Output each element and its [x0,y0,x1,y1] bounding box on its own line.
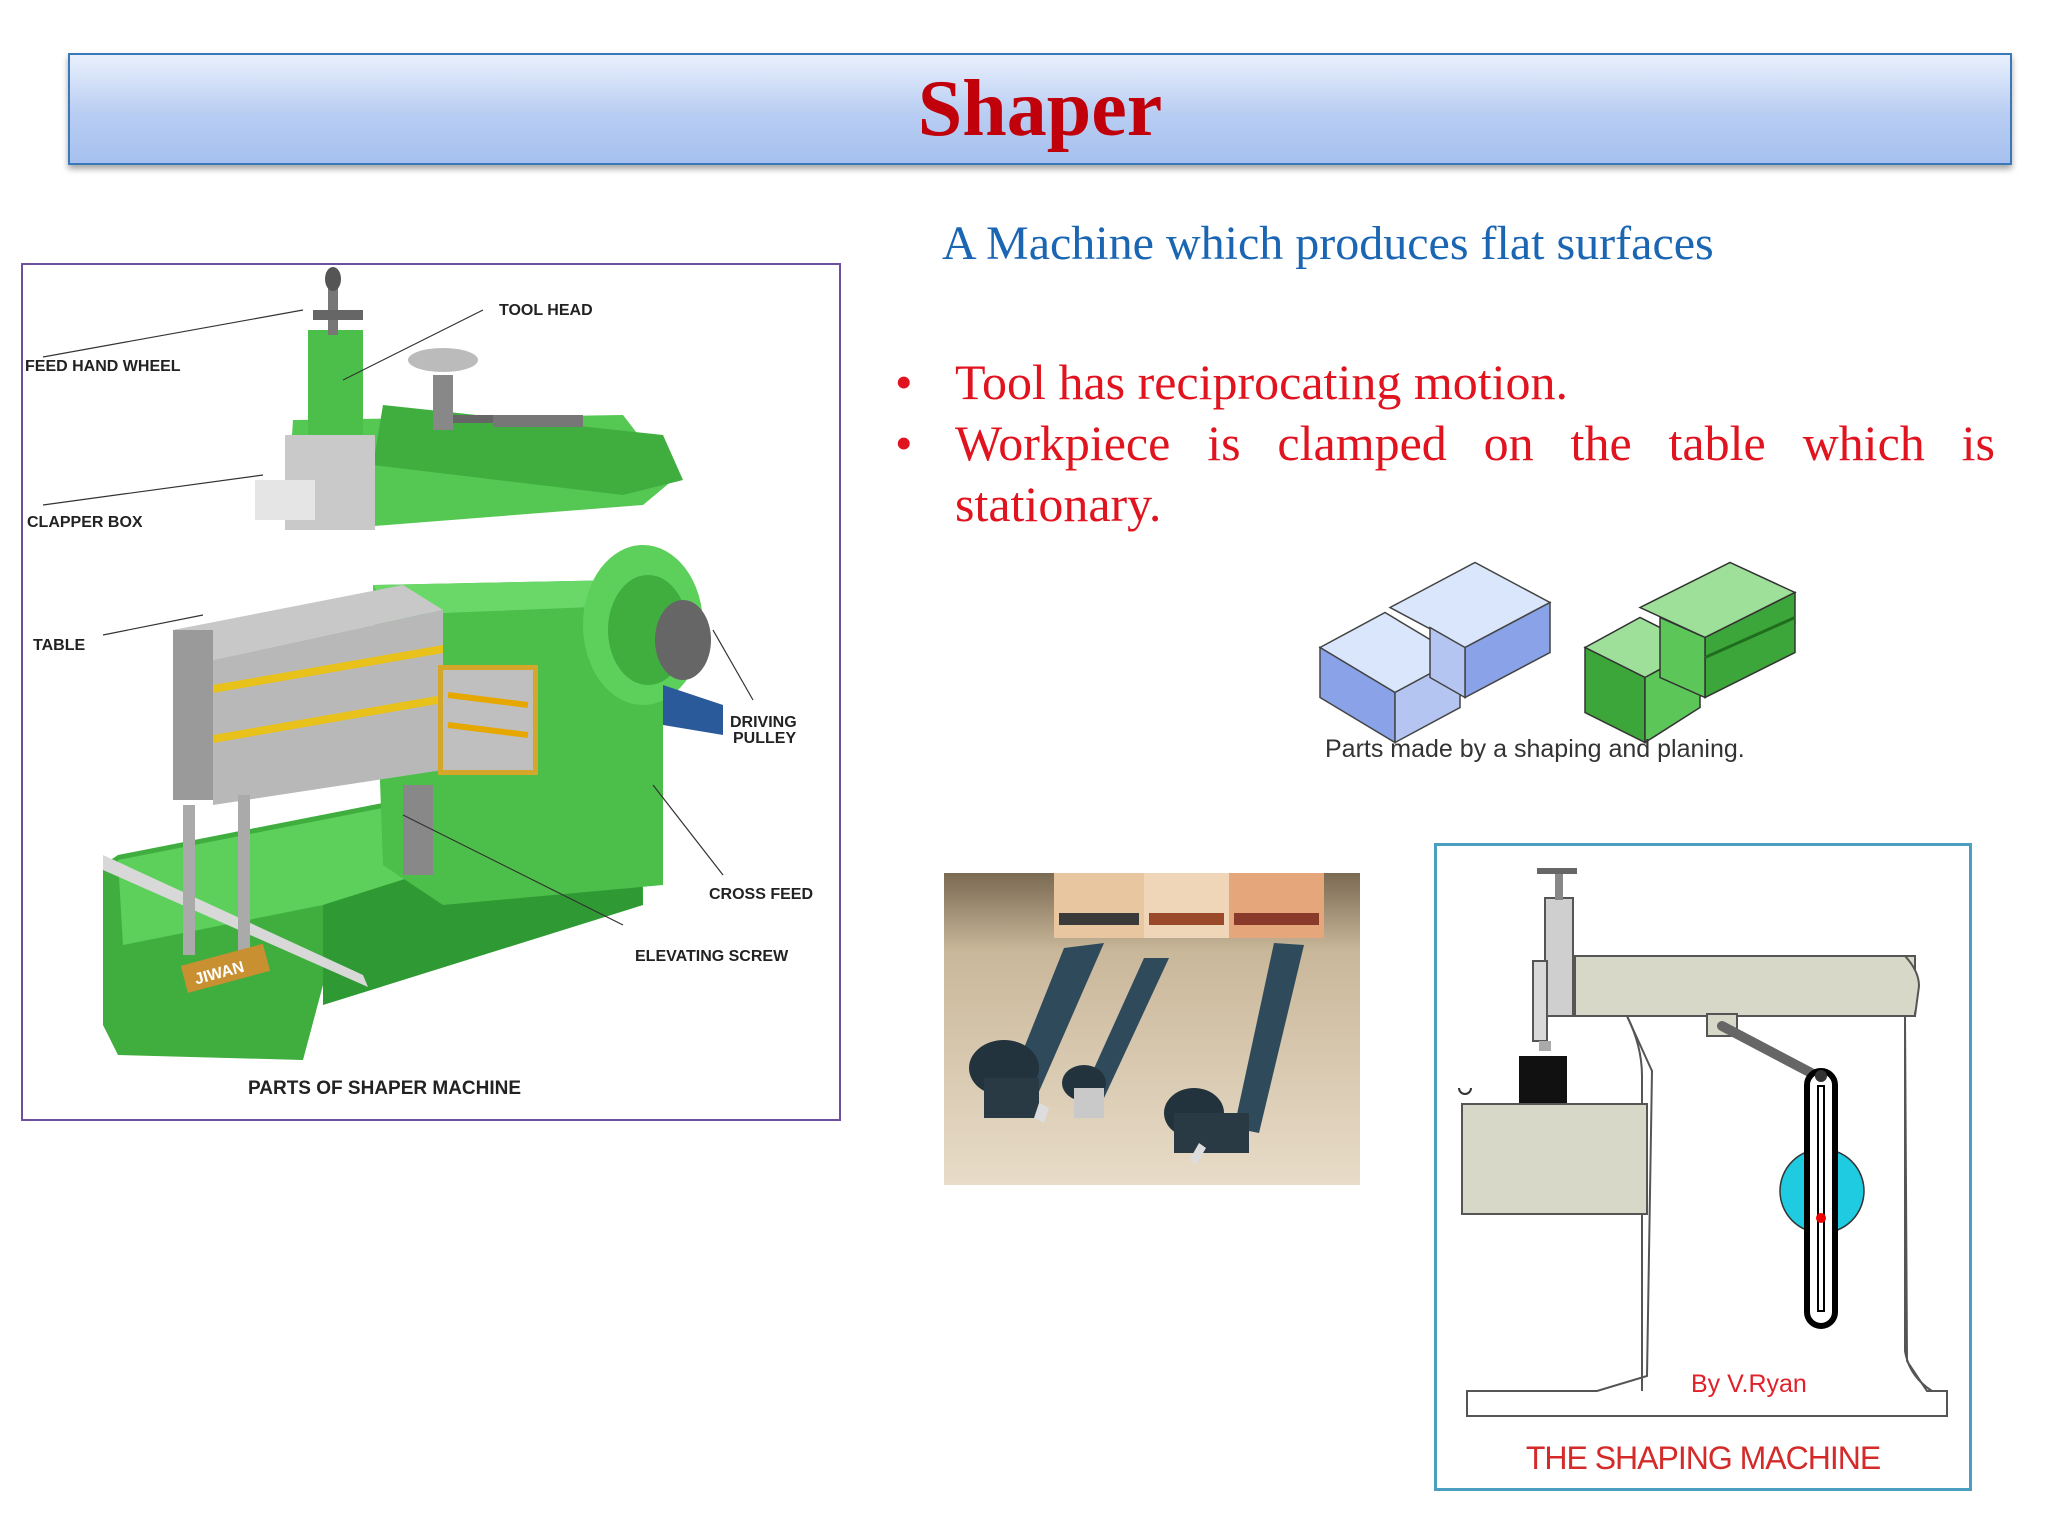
diagram-credit: By V.Ryan [1691,1370,1807,1398]
title-bar: Shaper [68,53,2012,165]
tool-holders-photo [944,873,1360,1185]
label-pulley: PULLEY [733,730,796,747]
bullet-list: • Tool has reciprocating motion. • Workp… [895,352,1995,535]
figure-caption: PARTS OF SHAPER MACHINE [248,1078,521,1099]
label-driving: DRIVING [730,714,797,731]
subtitle: A Machine which produces flat surfaces [942,217,1714,270]
label-table: TABLE [33,637,85,654]
list-item: • Workpiece is clamped on the table whic… [895,413,1995,535]
shaper-parts-figure: TOOL HEAD FEED HAND WHEEL CLAPPER BOX TA… [21,263,841,1121]
shaping-machine-schematic [1458,868,1948,1417]
label-cross-feed: CROSS FEED [709,886,813,903]
bullet-symbol: • [895,354,913,410]
shaped-parts-illustration [1318,561,1797,744]
bullet-text: Workpiece is clamped on the table which … [955,415,1995,532]
slide-title: Shaper [917,65,1163,153]
label-tool-head: TOOL HEAD [499,302,593,319]
label-clapper-box: CLAPPER BOX [27,514,143,531]
label-feed-hand-wheel: FEED HAND WHEEL [25,358,181,375]
parts-caption: Parts made by a shaping and planing. [1325,735,1745,763]
shaping-machine-diagram: By V.Ryan THE SHAPING MACHINE [1434,843,1972,1491]
diagram-title: THE SHAPING MACHINE [1525,1440,1881,1476]
label-elevating-screw: ELEVATING SCREW [635,948,789,965]
bullet-symbol: • [895,415,913,471]
shaper-machine-illustration: TOOL HEAD FEED HAND WHEEL CLAPPER BOX TA… [25,267,813,1099]
bullet-text: Tool has reciprocating motion. [955,354,1569,410]
list-item: • Tool has reciprocating motion. [895,352,1995,413]
